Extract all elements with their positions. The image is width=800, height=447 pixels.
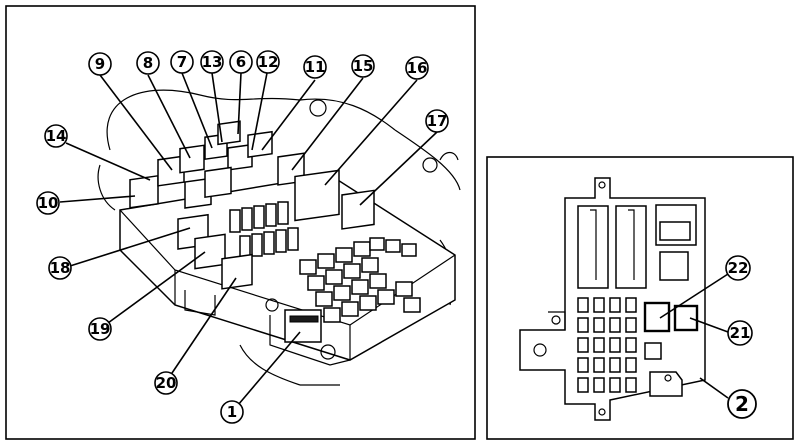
callout-label: 1 [227,403,237,421]
left-panel-frame [5,5,476,440]
callout-10: 10 [36,191,60,215]
callout-11: 11 [303,55,327,79]
callout-label: 12 [258,53,279,71]
relay-blocks [129,120,375,343]
fuse-grid [229,201,421,323]
relay-21 [673,304,699,332]
callout-label: 8 [143,54,153,72]
leader-lines-right [659,273,729,399]
callout-label: 6 [236,53,246,71]
callout-label: 19 [90,320,111,338]
callout-label: 9 [95,55,105,73]
callout-label: 18 [50,259,71,277]
callout-19: 19 [88,317,112,341]
callout-label: 15 [353,57,374,75]
callout-1: 1 [220,400,244,424]
callout-label: 14 [46,127,67,145]
callout-8: 8 [136,51,160,75]
callout-label: 11 [305,58,326,76]
callout-6: 6 [229,50,253,74]
junction-block [519,177,706,421]
callout-label: 16 [407,59,428,77]
callout-22: 22 [725,255,751,281]
callout-15: 15 [351,54,375,78]
callout-2: 2 [727,389,757,419]
callout-20: 20 [154,371,178,395]
callout-label: 22 [728,259,749,277]
callout-label: 2 [735,392,749,416]
callout-21: 21 [727,320,753,346]
callout-label: 7 [177,53,187,71]
callout-label: 17 [427,112,448,130]
callout-label: 13 [202,53,223,71]
callout-label: 10 [38,194,59,212]
leader-lines-left [59,72,438,406]
callout-7: 7 [170,50,194,74]
callout-9: 9 [88,52,112,76]
callout-18: 18 [48,256,72,280]
callout-label: 20 [156,374,177,392]
callout-12: 12 [256,50,280,74]
callout-label: 21 [730,324,751,342]
callout-14: 14 [44,124,68,148]
callout-13: 13 [200,50,224,74]
relay-22 [643,301,671,333]
callout-16: 16 [405,56,429,80]
right-panel-frame [486,156,794,440]
callout-17: 17 [425,109,449,133]
